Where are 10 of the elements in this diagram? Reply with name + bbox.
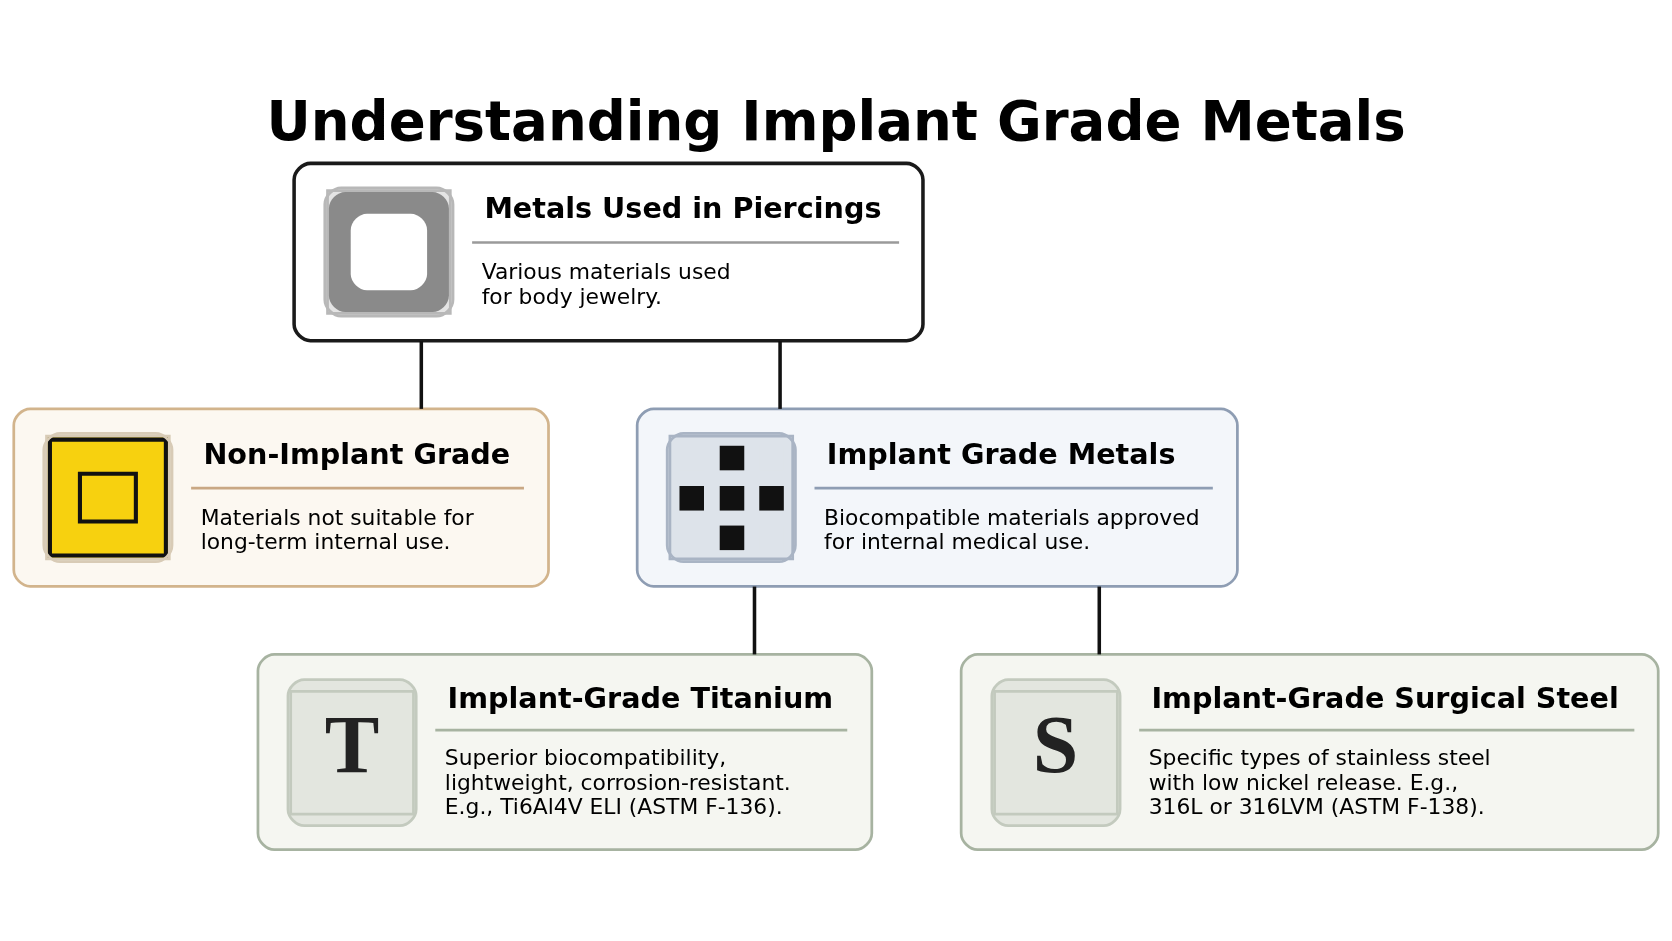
connector: [752, 586, 757, 654]
node-box: T Implant-Grade Titanium Superior biocompatibility, lightweight, corrosion-resistant. E.g., Ti6Al4V ELI (ASTM F-136).: [256, 652, 874, 851]
diagram-title: Understanding Implant Grade Metals: [266, 88, 1406, 153]
connector: [419, 340, 424, 409]
node-box: S Implant-Grade Surgical Steel Specific types of stainless steel with low nickel release. E.g., 316L or 316LVM (ASTM F-138).: [959, 652, 1660, 851]
node-box: Implant Grade Metals Biocompatible materials approved for internal medical use.: [635, 407, 1239, 588]
node-box: Metals Used in Piercings Various materials used for body jewelry.: [292, 161, 925, 342]
node-box: Non-Implant Grade Materials not suitable for long-term internal use.: [12, 407, 550, 588]
connector: [1097, 586, 1102, 654]
connector: [778, 340, 782, 409]
